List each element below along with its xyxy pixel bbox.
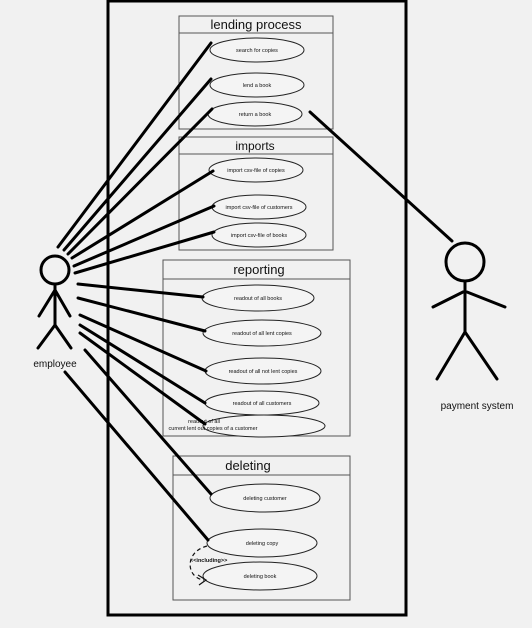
use-case-label: return a book [239,112,272,118]
use-case-label: readout of all not lent copies [229,369,298,375]
use-case-label: deleting book [244,574,277,580]
use-case-lend-a-book [209,72,305,98]
use-case-label: current lent out copies of a customer [169,426,258,432]
package-title: lending process [210,17,302,32]
association-line [76,296,207,333]
use-case-label: readout of all books [234,296,282,302]
use-case-readout-lent-copies [202,319,322,347]
association-line [62,77,213,252]
actor-leg [463,330,499,381]
use-case-label: import csv-file of copies [227,168,285,174]
use-case-search-for-copies [209,37,305,63]
actor-name: payment system [441,401,514,412]
use-case-label: import csv-file of books [231,233,287,239]
use-case-label: deleting customer [243,496,287,502]
association-line [72,204,216,268]
use-case-deleting-book [202,561,318,591]
include-arrowhead [197,574,208,586]
actor-arm [37,288,57,318]
actor-leg [36,323,57,350]
package-imports: imports import csv-file of copies import… [178,136,334,251]
association-line [78,331,207,426]
association-line [76,282,205,299]
actor-arm [431,290,465,309]
association-line [66,107,214,256]
package-box [178,15,334,130]
actor-head [39,254,71,286]
use-case-readout-customer-lent-copies [202,414,326,438]
actor-payment-system: payment system [431,241,514,412]
employee-associations [56,41,216,542]
package-box [172,455,351,601]
association-line [63,370,210,542]
system-boundary [106,0,408,617]
use-case-deleting-customer [209,483,321,513]
association-line [78,323,207,405]
use-case-import-books [211,222,307,248]
association-line-payment-system [308,110,454,243]
package-title: reporting [233,262,284,277]
include-dependency [189,545,208,581]
use-case-label: search for copies [236,48,278,54]
association-line [73,230,216,275]
association-line [56,41,213,249]
actor-head [444,241,486,283]
actor-arm [465,290,507,309]
actor-employee: employee [33,254,77,370]
use-case-label: readout of all lent copies [232,331,292,337]
association-line [78,313,208,373]
package-reporting: reporting readout of all books readout o… [162,259,351,438]
actor-leg [53,323,73,350]
use-case-label: import csv-file of customers [226,205,293,211]
package-title: imports [235,139,274,153]
association-line [83,348,213,496]
association-line [70,169,215,260]
use-case-deleting-copy [206,528,318,558]
package-deleting: deleting deleting customer deleting copy… [172,455,351,601]
use-case-label: lend a book [243,83,272,89]
use-case-label: deleting copy [246,541,279,547]
actor-arm [53,288,72,318]
package-lending-process: lending process search for copies lend a… [178,15,334,130]
use-case-label: readout of all customers [233,401,292,407]
actor-name: employee [33,359,77,370]
use-case-import-copies [208,157,304,183]
include-stereotype: <<including>> [190,558,227,564]
package-title: deleting [225,458,271,473]
actor-leg [435,330,467,381]
